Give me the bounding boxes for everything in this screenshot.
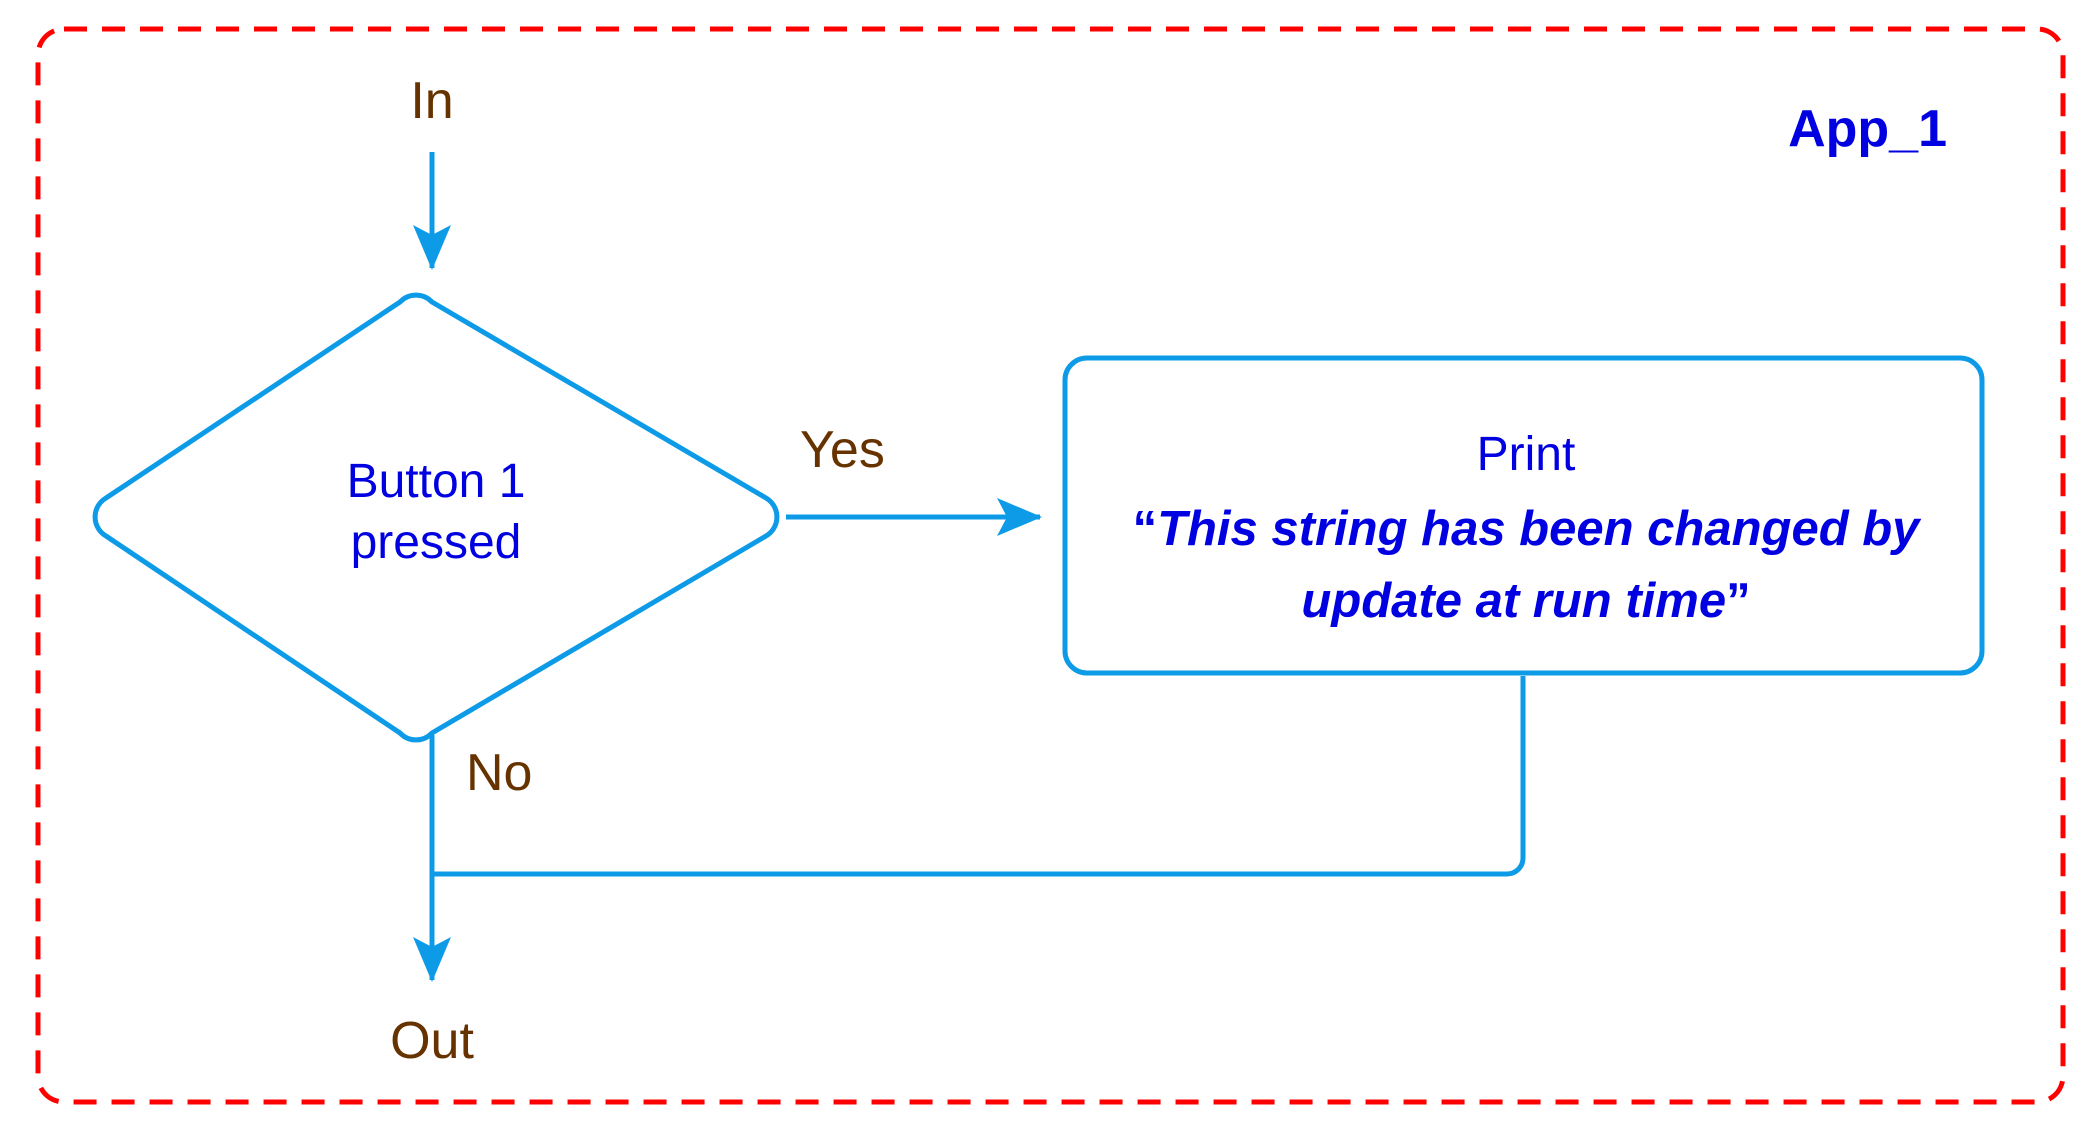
connector-process-return bbox=[434, 676, 1526, 877]
process-string-text2: update at run time bbox=[1301, 574, 1726, 628]
terminal-in-label: In bbox=[410, 72, 453, 130]
open-quote: “ bbox=[1133, 502, 1158, 556]
process-box-shape bbox=[1062, 355, 1985, 676]
close-quote: ” bbox=[1726, 574, 1751, 628]
process-string-line1: “This string has been changed by bbox=[1133, 502, 1923, 556]
decision-label-line1: Button 1 bbox=[347, 455, 526, 508]
app-container-border bbox=[35, 26, 2066, 1105]
process-string-line2: update at run time” bbox=[1301, 574, 1750, 628]
decision-label-line2: pressed bbox=[351, 516, 522, 569]
decision-diamond-shape bbox=[92, 292, 780, 743]
edge-label-no: No bbox=[466, 744, 532, 802]
app-label: App_1 bbox=[1788, 100, 1947, 158]
edge-label-yes: Yes bbox=[800, 421, 885, 479]
terminal-out-label: Out bbox=[390, 1012, 474, 1070]
process-label-print: Print bbox=[1477, 428, 1576, 481]
process-string-text1: This string has been changed by bbox=[1157, 502, 1922, 556]
